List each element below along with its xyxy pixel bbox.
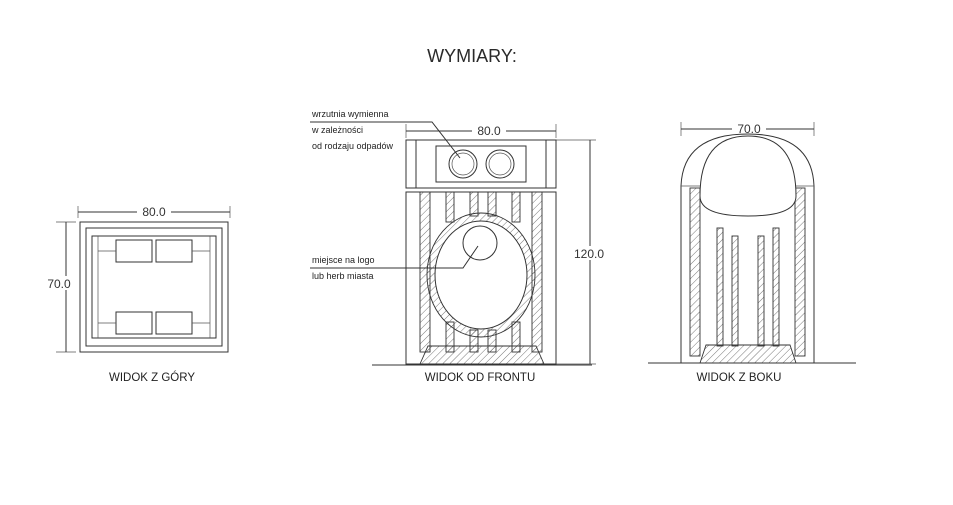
side-view-base [699, 344, 797, 364]
side-view-lid-dome [699, 135, 797, 217]
front-view-caption: WIDOK OD FRONTU [425, 372, 536, 384]
note-logo-leader [310, 245, 479, 269]
logo-circle [462, 225, 498, 261]
note-logo: miejsce na logo lub herb miasta [310, 245, 479, 281]
top-view: 80.0 70.0 WIDOK Z GÓRY [45, 204, 231, 384]
side-view-depth-label: 70.0 [737, 122, 761, 136]
front-view-body [405, 191, 557, 365]
note-insert-line-2: w zależności [311, 125, 363, 135]
top-view-width-dimension: 80.0 [77, 204, 231, 219]
side-view-body [680, 133, 815, 364]
side-view-depth-dimension: 70.0 [680, 121, 815, 136]
note-logo-line-1: miejsce na logo [312, 255, 375, 265]
note-logo-line-2: lub herb miasta [312, 271, 374, 281]
logo-area-oval [434, 220, 528, 330]
top-view-body [79, 221, 229, 353]
insert-opening-left [448, 149, 478, 179]
front-view-width-label: 80.0 [477, 124, 501, 138]
side-view: 70.0 WIDOK Z BOKU [648, 121, 856, 384]
front-view-base [419, 345, 545, 365]
front-view: 80.0 120.0 [310, 109, 606, 384]
top-view-width-label: 80.0 [142, 205, 166, 219]
note-insert-line-1: wrzutnia wymienna [311, 109, 389, 119]
side-view-caption: WIDOK Z BOKU [697, 372, 782, 384]
front-view-height-label: 120.0 [574, 247, 604, 261]
top-view-depth-label: 70.0 [47, 277, 71, 291]
top-view-depth-dimension: 70.0 [45, 221, 76, 353]
note-insert-line-3: od rodzaju odpadów [312, 141, 394, 151]
insert-opening-right [485, 149, 515, 179]
page-title: WYMIARY: [427, 46, 517, 66]
front-view-lid [405, 139, 557, 193]
front-view-height-dimension: 120.0 [552, 139, 606, 365]
note-insert: wrzutnia wymienna w zależności od rodzaj… [310, 109, 461, 159]
front-view-width-dimension: 80.0 [405, 123, 557, 138]
note-insert-leader [310, 121, 461, 159]
top-view-caption: WIDOK Z GÓRY [109, 371, 195, 384]
